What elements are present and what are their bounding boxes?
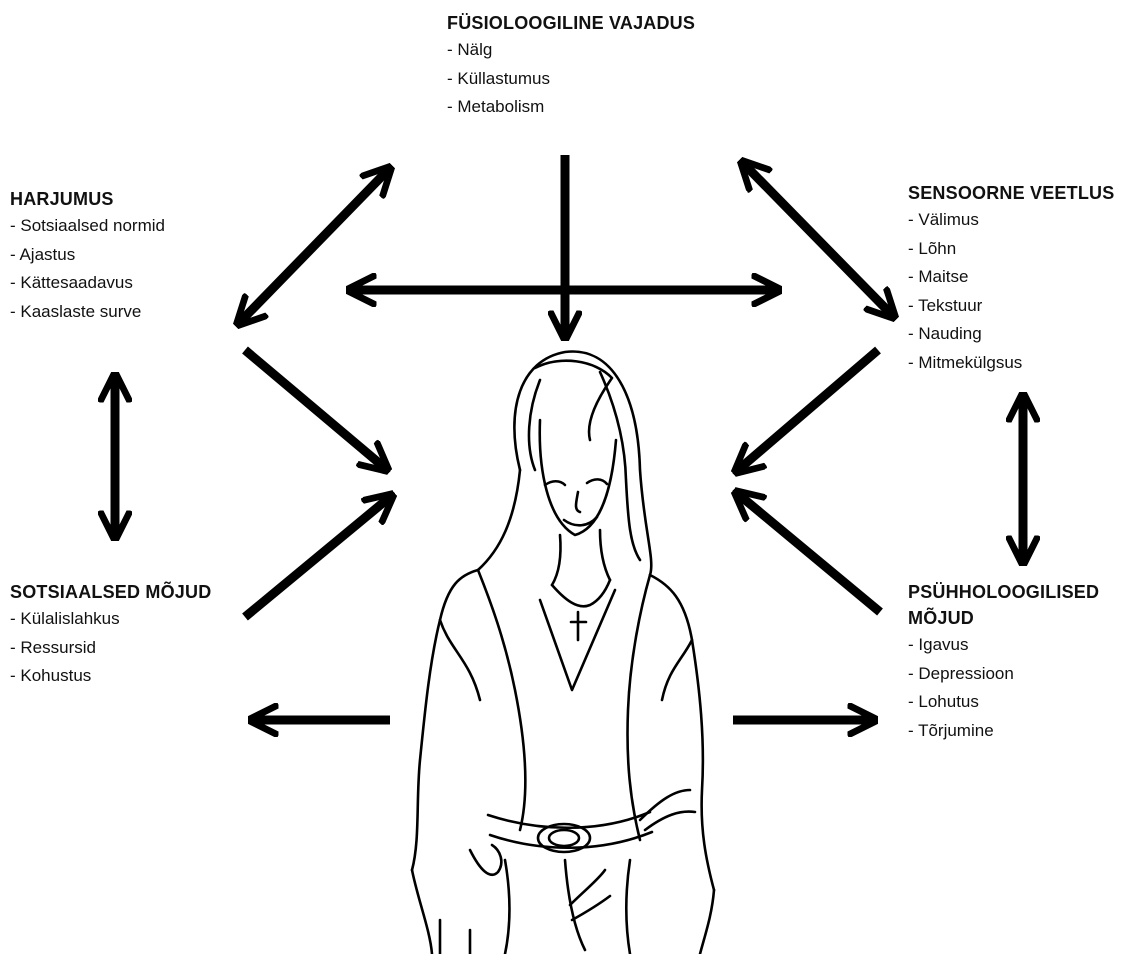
list-item: Metabolism [447,93,695,122]
list-item: Sotsiaalsed normid [10,212,165,241]
list-item: Igavus [908,631,1099,660]
arrow-sotsiaalsed-to-person [242,497,390,621]
list-item: Depressioon [908,660,1099,689]
arrow-harjumus-fysio [240,170,388,322]
list-item: Lohutus [908,688,1099,717]
list-item: Küllastumus [447,65,695,94]
arrow-harjumus-to-person [242,346,385,468]
list-item: Ajastus [10,241,165,270]
heading-psyhholoogilised-line1: PSÜHHOLOOGILISED [908,582,1100,602]
list-item: Nauding [908,320,1114,349]
heading-sotsiaalsed-mojud: SOTSIAALSED MÕJUD [10,582,212,602]
list-item: Külalislahkus [10,605,211,634]
arrow-psyhholoogilised-to-person [738,494,883,616]
block-fysioloogiline-vajadus: FÜSIOLOOGILINE VAJADUS Nälg Küllastumus … [447,10,695,122]
arrow-fysio-sensoorne [744,164,892,315]
list-item: Välimus [908,206,1114,235]
list-item: Ressursid [10,634,211,663]
list-item: Maitse [908,263,1114,292]
block-sensoorne-veetlus: SENSOORNE VEETLUS Välimus Lõhn Maitse Te… [908,180,1114,377]
list-item: Tekstuur [908,292,1114,321]
list-item: Kohustus [10,662,211,691]
list-item: Lõhn [908,235,1114,264]
list-item: Tõrjumine [908,717,1099,746]
list-sensoorne-veetlus: Välimus Lõhn Maitse Tekstuur Nauding Mit… [908,206,1114,377]
woman-figure-illustration [410,350,716,954]
list-item: Nälg [447,36,695,65]
list-psyhholoogilised-mojud: Igavus Depressioon Lohutus Tõrjumine [908,631,1099,745]
heading-sensoorne-veetlus: SENSOORNE VEETLUS [908,183,1115,203]
arrow-sensoorne-to-person [738,346,881,470]
block-harjumus: HARJUMUS Sotsiaalsed normid Ajastus Kätt… [10,186,165,326]
block-sotsiaalsed-mojud: SOTSIAALSED MÕJUD Külalislahkus Ressursi… [10,579,211,691]
list-item: Mitmekülgsus [908,349,1114,378]
list-item: Kättesaadavus [10,269,165,298]
heading-psyhholoogilised-line2: MÕJUD [908,608,975,628]
list-sotsiaalsed-mojud: Külalislahkus Ressursid Kohustus [10,605,211,691]
list-harjumus: Sotsiaalsed normid Ajastus Kättesaadavus… [10,212,165,326]
block-psyhholoogilised-mojud: PSÜHHOLOOGILISED MÕJUD Igavus Depressioo… [908,579,1099,745]
heading-harjumus: HARJUMUS [10,189,114,209]
list-fysioloogiline-vajadus: Nälg Küllastumus Metabolism [447,36,695,122]
heading-fysioloogiline-vajadus: FÜSIOLOOGILINE VAJADUS [447,13,696,33]
list-item: Kaaslaste surve [10,298,165,327]
